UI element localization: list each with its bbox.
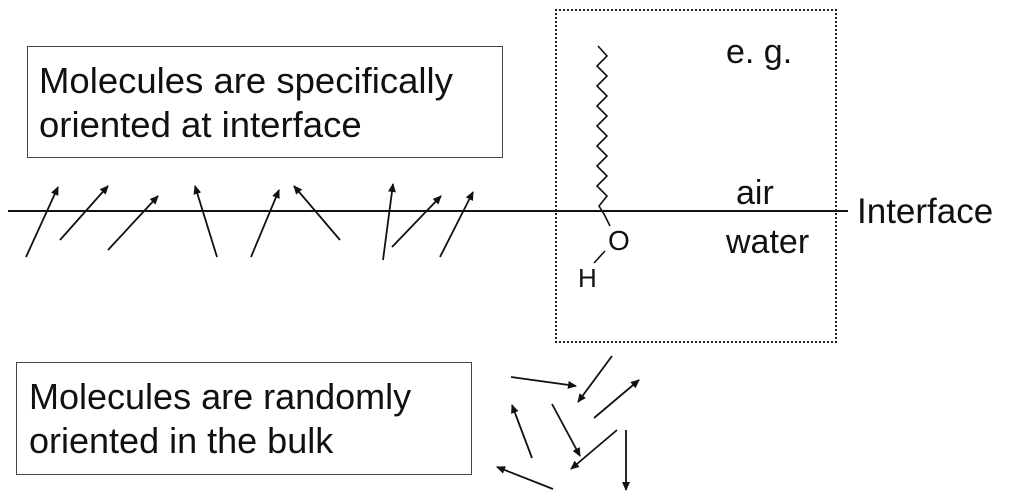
interface-arrow <box>391 195 442 248</box>
bulk-arrow <box>593 379 640 419</box>
bulk-arrow <box>551 403 581 457</box>
alkyl-chain <box>595 45 611 227</box>
example-box <box>555 9 837 343</box>
example-label: e. g. <box>726 33 793 71</box>
interface-arrow <box>439 191 474 258</box>
interface-arrow <box>250 189 280 258</box>
interface-arrow <box>293 185 341 241</box>
bulk-arrow <box>511 404 533 459</box>
interface-arrow <box>25 186 59 258</box>
interface-arrow <box>59 185 109 241</box>
interface-arrow <box>107 195 159 251</box>
oriented-molecules-box: Molecules are specifically oriented at i… <box>27 46 503 158</box>
hydrogen-atom-label: H <box>578 263 597 293</box>
interface-arrow <box>382 183 396 261</box>
interface-label: Interface <box>857 192 994 231</box>
oh-bond <box>593 250 606 264</box>
oriented-molecules-text: Molecules are specifically oriented at i… <box>39 60 453 145</box>
bulk-arrows <box>496 355 640 491</box>
random-molecules-text: Molecules are randomly oriented in the b… <box>29 376 412 461</box>
air-label: air <box>736 174 774 212</box>
bulk-arrow <box>496 466 554 490</box>
oxygen-atom-label: O <box>608 225 630 256</box>
bulk-arrow <box>577 355 613 403</box>
water-label: water <box>726 223 810 261</box>
random-molecules-box: Molecules are randomly oriented in the b… <box>16 362 472 475</box>
interface-arrows <box>25 183 474 261</box>
interface-arrow <box>193 185 218 258</box>
bulk-arrow <box>570 429 618 470</box>
bulk-arrow <box>510 376 577 389</box>
